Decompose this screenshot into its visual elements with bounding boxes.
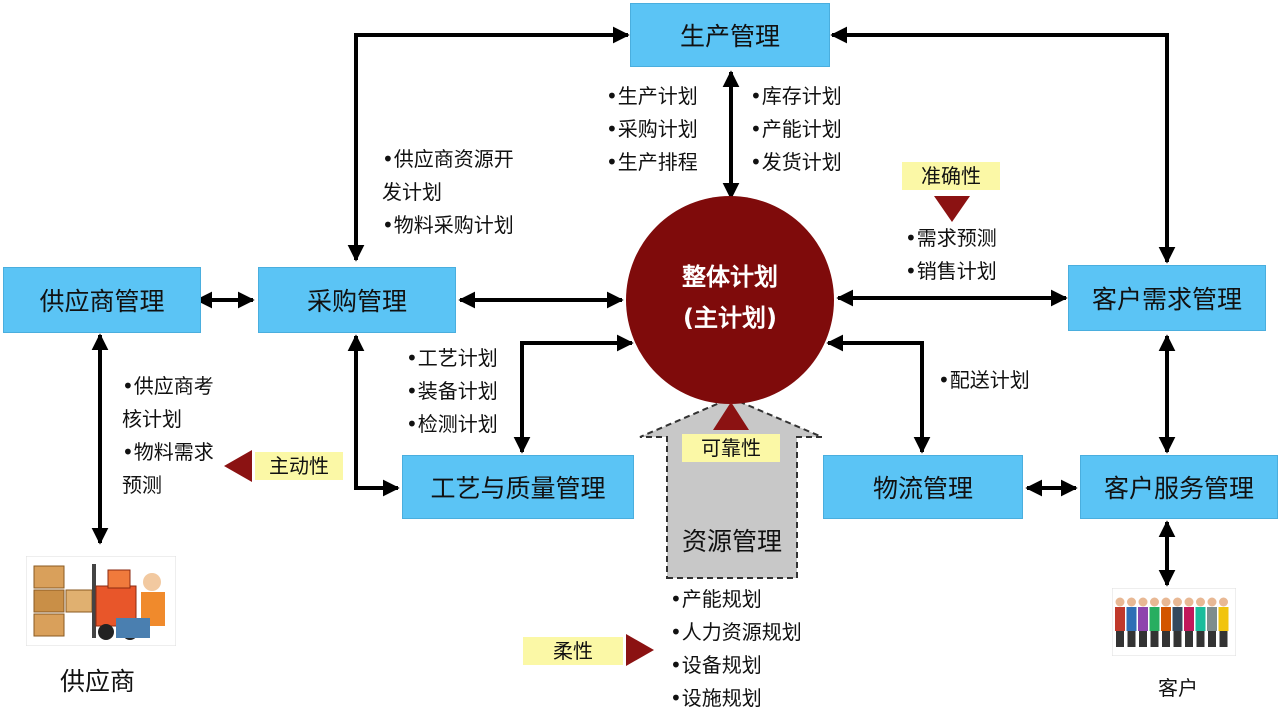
- person-body: [1161, 607, 1171, 631]
- list-item: •人力资源规划: [670, 620, 802, 644]
- person-legs: [1127, 631, 1136, 647]
- production-management-box: 生产管理: [630, 3, 830, 67]
- reliability-marker: [713, 402, 749, 430]
- list-item: •需求预测: [905, 226, 997, 250]
- supplier-management-box: 供应商管理: [3, 267, 201, 333]
- list-item: •发货计划: [750, 150, 842, 174]
- customer-caption: 客户: [1158, 676, 1198, 700]
- process-quality-management-label: 工艺与质量管理: [430, 474, 606, 503]
- customer-demand-management-box: 客户需求管理: [1068, 265, 1266, 331]
- customer-demand-management-label: 客户需求管理: [1091, 285, 1242, 314]
- supplier-caption: 供应商: [60, 667, 136, 696]
- customer-service-management-box: 客户服务管理: [1080, 455, 1278, 519]
- logistics-management-label: 物流管理: [872, 474, 973, 503]
- person-legs: [1162, 631, 1170, 647]
- initiative-tag: 主动性: [255, 452, 343, 480]
- arrow-procurement-process: [347, 334, 400, 497]
- person-legs: [1185, 631, 1193, 647]
- supplier-management-label: 供应商管理: [39, 287, 165, 316]
- person-legs: [1219, 631, 1228, 647]
- initiative-marker: [224, 450, 252, 482]
- list-item: •配送计划: [938, 368, 1030, 392]
- arrow-production-procurement: [347, 26, 630, 262]
- person-legs: [1116, 631, 1124, 647]
- procurement-management-box: 采购管理: [258, 267, 456, 333]
- person-body: [1138, 607, 1148, 631]
- person-body: [1115, 607, 1125, 631]
- master-plan-subtitle: (主计划): [683, 304, 777, 332]
- supplier-plan-list: •供应商考 核计划 •物料需求 预测: [122, 370, 214, 502]
- reliability-tag: 可靠性: [682, 434, 780, 462]
- flexibility-tag: 柔性: [523, 637, 623, 665]
- person-body: [1172, 607, 1183, 631]
- process-quality-management-box: 工艺与质量管理: [402, 455, 634, 519]
- list-item: •生产计划: [606, 84, 698, 108]
- list-item: •工艺计划: [406, 346, 498, 370]
- delivery-plan-list: •配送计划: [938, 364, 1030, 397]
- person-legs: [1173, 631, 1182, 647]
- person-head: [1115, 597, 1125, 607]
- person-head: [1138, 597, 1148, 607]
- person-legs: [1208, 631, 1216, 647]
- production-management-label: 生产管理: [679, 22, 780, 51]
- list-item: •物料需求: [122, 440, 214, 464]
- master-plan-circle: [626, 196, 834, 404]
- accuracy-marker: [934, 196, 970, 222]
- accuracy-tag: 准确性: [902, 162, 1000, 190]
- person-body: [1218, 607, 1229, 631]
- list-item: •库存计划: [750, 84, 842, 108]
- person-head: [1219, 597, 1228, 607]
- process-plan-list: •工艺计划 •装备计划 •检测计划: [406, 342, 498, 441]
- customer-group-illustration: [1112, 588, 1236, 656]
- list-item: •设施规划: [670, 686, 762, 710]
- person-body: [1195, 607, 1206, 631]
- demand-plan-list: •需求预测 •销售计划: [905, 222, 997, 288]
- arrow-center-logistics: [826, 334, 931, 454]
- person-legs: [1196, 631, 1205, 647]
- list-item: •生产排程: [606, 150, 698, 174]
- list-item: •供应商资源开: [382, 147, 514, 171]
- arrow-center-process: [513, 334, 634, 454]
- person-head: [1127, 597, 1136, 607]
- customer-service-management-label: 客户服务管理: [1103, 474, 1254, 503]
- list-item: •采购计划: [606, 117, 698, 141]
- person-head: [1196, 597, 1205, 607]
- list-item: •供应商考: [122, 374, 214, 398]
- person-body: [1126, 607, 1137, 631]
- person-body: [1149, 607, 1160, 631]
- resource-plan-list: •产能规划 •人力资源规划 •设备规划 •设施规划: [670, 583, 802, 715]
- logistics-management-box: 物流管理: [823, 455, 1023, 519]
- person-head: [1173, 597, 1182, 607]
- person-head: [1207, 597, 1217, 607]
- person-head: [1161, 597, 1171, 607]
- flexibility-marker: [626, 634, 654, 666]
- procurement-plan-list: •供应商资源开 发计划 •物料采购计划: [382, 143, 514, 242]
- person-legs: [1139, 631, 1147, 647]
- list-item: •物料采购计划: [382, 213, 514, 237]
- person-legs: [1150, 631, 1159, 647]
- list-item: 核计划: [122, 407, 182, 431]
- list-item: •产能规划: [670, 587, 762, 611]
- list-item: 发计划: [382, 180, 442, 204]
- list-item: •检测计划: [406, 412, 498, 436]
- resource-management-label: 资源管理: [681, 527, 782, 556]
- list-item: •产能计划: [750, 117, 842, 141]
- list-item: •设备规划: [670, 653, 762, 677]
- person-body: [1207, 607, 1217, 631]
- person-head: [1184, 597, 1194, 607]
- procurement-management-label: 采购管理: [306, 287, 407, 316]
- supplier-warehouse-illustration: [26, 556, 176, 646]
- list-item: •销售计划: [905, 259, 997, 283]
- person-body: [1184, 607, 1194, 631]
- person-head: [1150, 597, 1159, 607]
- arrow-production-demand: [830, 26, 1176, 264]
- master-plan-title: 整体计划: [682, 263, 778, 291]
- list-item: 预测: [122, 473, 162, 497]
- list-item: •装备计划: [406, 379, 498, 403]
- production-left-list: •生产计划 •采购计划 •生产排程: [606, 80, 698, 179]
- production-right-list: •库存计划 •产能计划 •发货计划: [750, 80, 842, 179]
